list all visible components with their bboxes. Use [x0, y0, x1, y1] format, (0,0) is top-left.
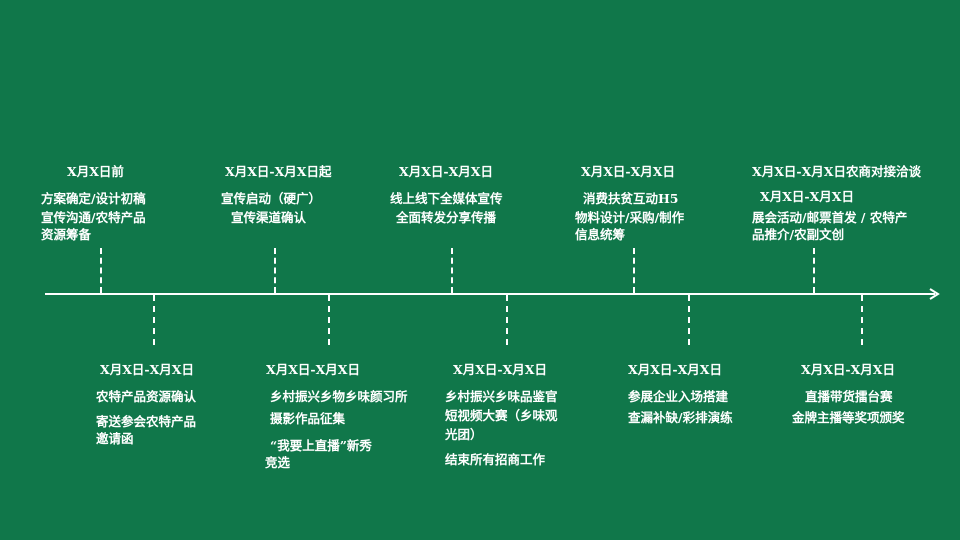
milestone-date: X月X日-X月X日: [628, 362, 722, 377]
milestone-text: 线上线下全媒体宣传: [390, 191, 503, 206]
milestone-text: 宣传沟通/农特产品: [41, 210, 146, 225]
milestone-text: 竞选: [265, 455, 291, 470]
milestone-upper-4: X月X日-X月X日 消费扶贫互动H5 物料设计/采购/制作 信息统筹: [575, 162, 684, 242]
milestone-text: 农特产品资源确认: [96, 389, 197, 404]
milestone-text: 寄送参会农特产品: [96, 414, 197, 429]
arrow-right-icon: [929, 288, 940, 300]
milestone-lower-2: X月X日-X月X日 乡村振兴乡物乡味颜习所 摄影作品征集 “我要上直播”新秀 竞…: [265, 360, 408, 470]
milestone-text: “我要上直播”新秀: [270, 438, 372, 453]
milestone-text: 金牌主播等奖项颁奖: [792, 410, 905, 425]
milestone-text: 消费扶贫互动H5: [583, 191, 679, 206]
milestone-text: 物料设计/采购/制作: [575, 210, 685, 225]
milestone-text: 资源筹备: [41, 227, 92, 242]
timeline-axis: [45, 293, 935, 295]
milestone-text: 宣传渠道确认: [231, 210, 307, 225]
connector-lower-4: [688, 295, 690, 345]
milestone-date: X月X日-X月X日: [100, 362, 194, 377]
milestone-text: 参展企业入场搭建: [628, 389, 729, 404]
milestone-upper-2: X月X日-X月X日起 宣传启动（硬广） 宣传渠道确认: [221, 162, 331, 227]
connector-lower-5: [861, 295, 863, 345]
milestone-date: X月X日-X月X日: [801, 362, 895, 377]
milestone-lower-1: X月X日-X月X日 农特产品资源确认 寄送参会农特产品 邀请函: [96, 360, 196, 446]
connector-upper-4: [633, 248, 635, 293]
milestone-text: 查漏补缺/彩排演练: [628, 410, 733, 425]
milestone-text: 全面转发分享传播: [396, 210, 497, 225]
connector-upper-5: [813, 248, 815, 293]
milestone-upper-5: X月X日-X月X日农商对接洽谈 X月X日-X月X日 展会活动/邮票首发 / 农特…: [752, 162, 921, 242]
milestone-date: X月X日-X月X日农商对接洽谈: [752, 164, 921, 179]
milestone-text: 短视频大赛（乡味观: [445, 408, 558, 423]
connector-upper-3: [451, 248, 453, 293]
connector-lower-3: [506, 295, 508, 345]
milestone-subdate: X月X日-X月X日: [760, 189, 854, 204]
milestone-lower-4: X月X日-X月X日 参展企业入场搭建 查漏补缺/彩排演练: [628, 360, 733, 427]
milestone-text: 信息统筹: [575, 227, 626, 242]
milestone-text: 品推介/农副文创: [752, 227, 845, 242]
milestone-upper-3: X月X日-X月X日 线上线下全媒体宣传 全面转发分享传播: [390, 162, 503, 227]
milestone-date: X月X日-X月X日起: [225, 164, 332, 179]
connector-upper-2: [274, 248, 276, 293]
milestone-date: X月X日-X月X日: [399, 164, 493, 179]
milestone-text: 展会活动/邮票首发 / 农特产: [752, 210, 908, 225]
milestone-upper-1: X月X日前 方案确定/设计初稿 宣传沟通/农特产品 资源筹备: [41, 162, 146, 242]
milestone-date: X月X日-X月X日: [453, 362, 547, 377]
milestone-text: 乡村振兴乡味品鉴官: [445, 389, 558, 404]
milestone-date: X月X日-X月X日: [581, 164, 675, 179]
connector-lower-1: [153, 295, 155, 345]
milestone-lower-5: X月X日-X月X日 直播带货擂台赛 金牌主播等奖项颁奖: [792, 360, 905, 427]
milestone-text: 光团）: [445, 427, 483, 442]
connector-lower-2: [328, 295, 330, 345]
milestone-text: 乡村振兴乡物乡味颜习所: [270, 389, 408, 404]
milestone-date: X月X日-X月X日: [266, 362, 360, 377]
milestone-text: 宣传启动（硬广）: [221, 191, 322, 206]
milestone-text: 方案确定/设计初稿: [41, 191, 146, 206]
milestone-text: 直播带货擂台赛: [805, 389, 893, 404]
milestone-text: 摄影作品征集: [270, 411, 346, 426]
milestone-lower-3: X月X日-X月X日 乡村振兴乡味品鉴官 短视频大赛（乡味观 光团） 结束所有招商…: [445, 360, 558, 469]
connector-upper-1: [100, 248, 102, 293]
milestone-date: X月X日前: [67, 164, 124, 179]
milestone-text: 邀请函: [96, 431, 134, 446]
milestone-text: 结束所有招商工作: [445, 452, 546, 467]
